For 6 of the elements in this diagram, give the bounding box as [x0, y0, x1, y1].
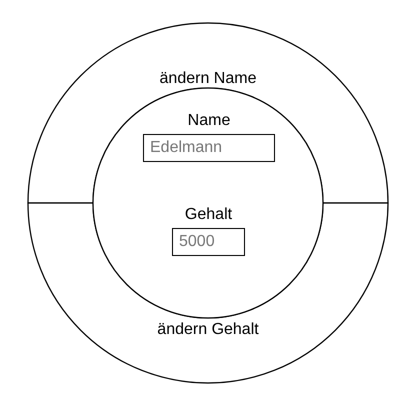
segment-label: ändern Gehalt: [157, 321, 259, 338]
value-field: 5000: [172, 228, 245, 256]
field-label: Name: [186, 112, 232, 130]
value-field: Edelmann: [143, 134, 275, 162]
field-label: Gehalt: [184, 206, 234, 224]
segment-label: ändern Name: [160, 70, 256, 87]
